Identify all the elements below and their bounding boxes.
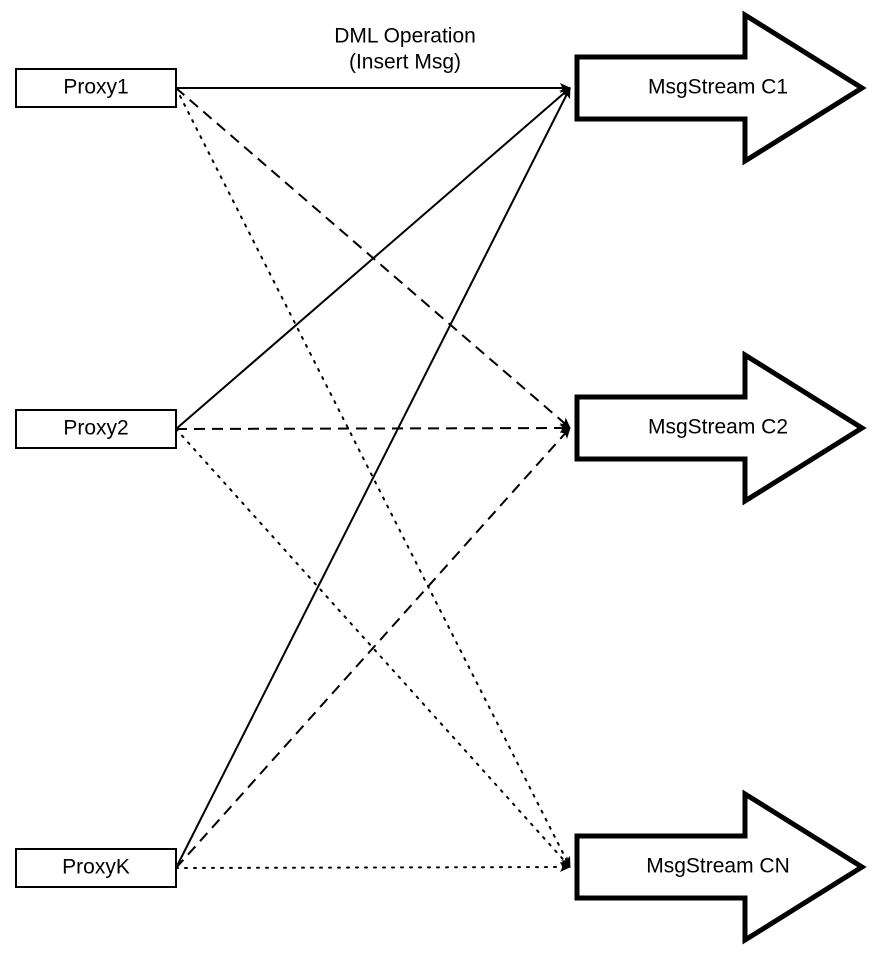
proxyk-box[interactable] (15, 848, 177, 888)
edge-caption-line-1: DML Operation (334, 25, 476, 48)
msgstream-c1-label: MsgStream C1 (648, 76, 788, 99)
source-node-proxyk[interactable]: ProxyK (15, 848, 177, 888)
target-node-msgstream-c2[interactable]: MsgStream C2 (574, 350, 867, 506)
proxy2-box[interactable] (15, 409, 177, 449)
edge-group (175, 83, 571, 873)
proxy1-label: Proxy1 (63, 76, 128, 99)
msgstream-c2-label: MsgStream C2 (648, 416, 788, 439)
edge-proxy2-to-msgstream-c2 (175, 423, 571, 434)
edge-proxyk-to-msgstream-c2 (175, 427, 571, 869)
proxyk-label: ProxyK (62, 856, 130, 879)
source-node-proxy1[interactable]: Proxy1 (15, 68, 177, 108)
edge-caption-line-2: (Insert Msg) (349, 51, 461, 74)
msgstream-cn-block-arrow-icon[interactable] (574, 789, 867, 945)
msgstream-c1-block-arrow-icon[interactable] (574, 10, 867, 166)
edge-proxyk-to-msgstream-c1 (175, 87, 571, 869)
target-node-msgstream-c1[interactable]: MsgStream C1 (574, 10, 867, 166)
msgstream-c2-block-arrow-icon[interactable] (574, 350, 867, 506)
target-node-msgstream-cn[interactable]: MsgStream CN (574, 789, 867, 945)
proxy2-label: Proxy2 (63, 417, 128, 440)
edge-caption-dml-operation: DML Operation (Insert Msg) (334, 25, 476, 74)
proxy1-box[interactable] (15, 68, 177, 108)
edge-proxy2-to-msgstream-cn (175, 428, 571, 868)
edge-proxyk-to-msgstream-cn (175, 862, 571, 873)
source-node-proxy2[interactable]: Proxy2 (15, 409, 177, 449)
edge-proxy2-to-msgstream-c1 (175, 87, 571, 430)
msgstream-cn-label: MsgStream CN (646, 855, 790, 878)
edge-proxy1-to-msgstream-cn (175, 87, 571, 868)
